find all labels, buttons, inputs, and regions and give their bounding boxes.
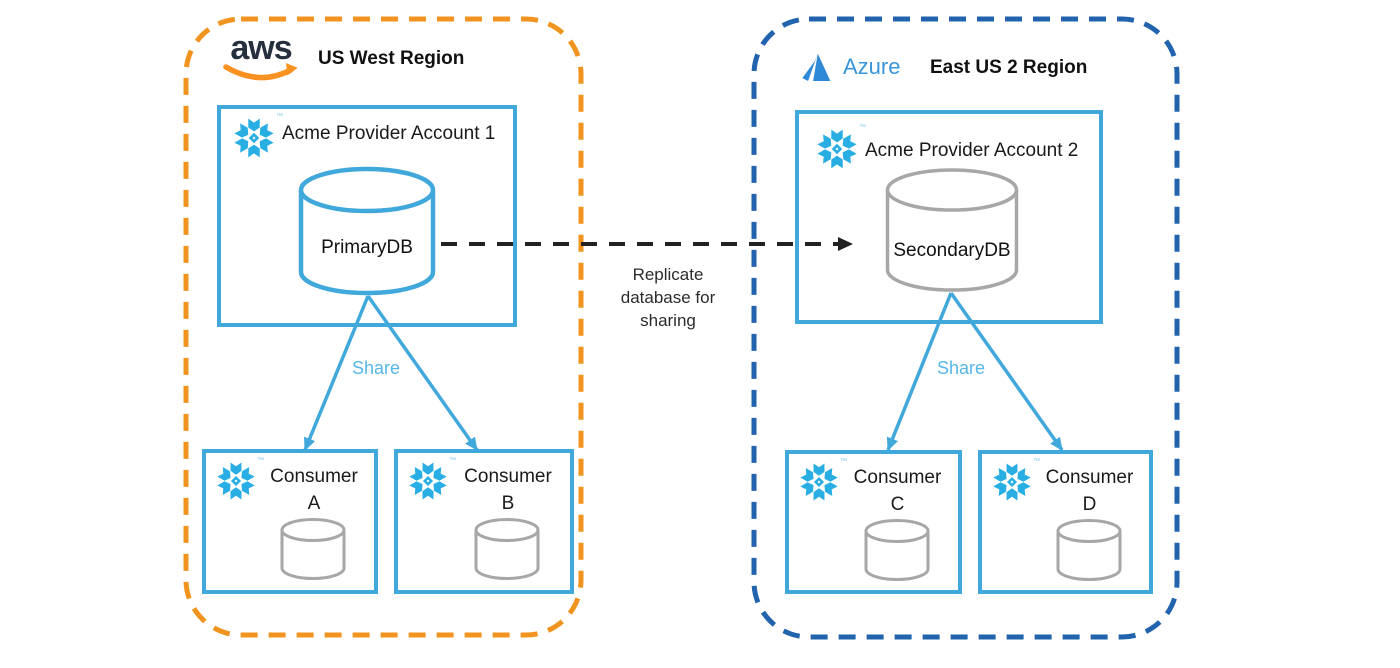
azure-logo: Azure: [798, 50, 900, 84]
consumer-c-name: Consumer: [853, 467, 942, 488]
snowflake-icon: ™: [232, 113, 283, 160]
snowflake-icon: ™: [215, 457, 264, 502]
snowflake-icon: ™: [407, 457, 456, 502]
provider-account-2-box: ™ Acme Provider Account 2 SecondaryDB: [795, 110, 1103, 324]
azure-triangle-icon: [802, 53, 831, 82]
snowflake-icon: ™: [815, 124, 866, 171]
snowflake-tm: ™: [840, 458, 847, 465]
snowflake-tm: ™: [859, 124, 866, 131]
snowflake-tm: ™: [257, 457, 264, 464]
consumer-c-box: ™ Consumer C: [785, 450, 962, 594]
replicate-label: Replicate database for sharing: [603, 263, 733, 332]
consumer-c-id: C: [890, 494, 905, 515]
consumer-b-name: Consumer: [464, 466, 552, 487]
consumer-b-db-cylinder: [474, 518, 540, 580]
consumer-a-name: Consumer: [270, 466, 358, 487]
azure-region-title: East US 2 Region: [930, 57, 1088, 78]
aws-smile-icon: [223, 63, 298, 81]
consumer-d-id: D: [1082, 494, 1097, 515]
consumer-b-id: B: [501, 493, 515, 514]
provider-account-1-box: ™ Acme Provider Account 1 PrimaryDB: [217, 105, 517, 327]
replicate-label-line2: database for: [620, 288, 716, 307]
replicate-label-line1: Replicate: [632, 265, 704, 284]
consumer-d-box: ™ Consumer D: [978, 450, 1153, 594]
aws-logo: aws: [219, 29, 303, 85]
aws-logo-text: aws: [230, 29, 292, 67]
provider-account-2-label: Acme Provider Account 2: [865, 140, 1079, 161]
share-label-aws: Share: [352, 358, 401, 378]
aws-region-title: US West Region: [318, 48, 465, 69]
provider-account-1-label: Acme Provider Account 1: [282, 123, 496, 144]
consumer-c-db-cylinder: [864, 519, 930, 581]
snowflake-tm: ™: [276, 113, 283, 120]
consumer-b-box: ™ Consumer B: [394, 449, 574, 594]
snowflake-tm: ™: [449, 457, 456, 464]
secondary-db-cylinder: [885, 168, 1019, 292]
primary-db-label: PrimaryDB: [321, 237, 413, 258]
primary-db-cylinder: [298, 166, 436, 296]
azure-logo-text: Azure: [843, 54, 901, 79]
replicate-label-line3: sharing: [640, 311, 696, 330]
consumer-a-db-cylinder: [280, 518, 346, 580]
consumer-d-db-cylinder: [1056, 519, 1122, 581]
consumer-d-name: Consumer: [1045, 467, 1134, 488]
secondary-db-label: SecondaryDB: [893, 240, 1011, 261]
snowflake-icon: ™: [991, 458, 1040, 503]
consumer-a-id: A: [307, 493, 321, 514]
consumer-a-box: ™ Consumer A: [202, 449, 378, 594]
snowflake-icon: ™: [798, 458, 847, 503]
share-label-azure: Share: [937, 358, 986, 378]
snowflake-tm: ™: [1033, 458, 1040, 465]
